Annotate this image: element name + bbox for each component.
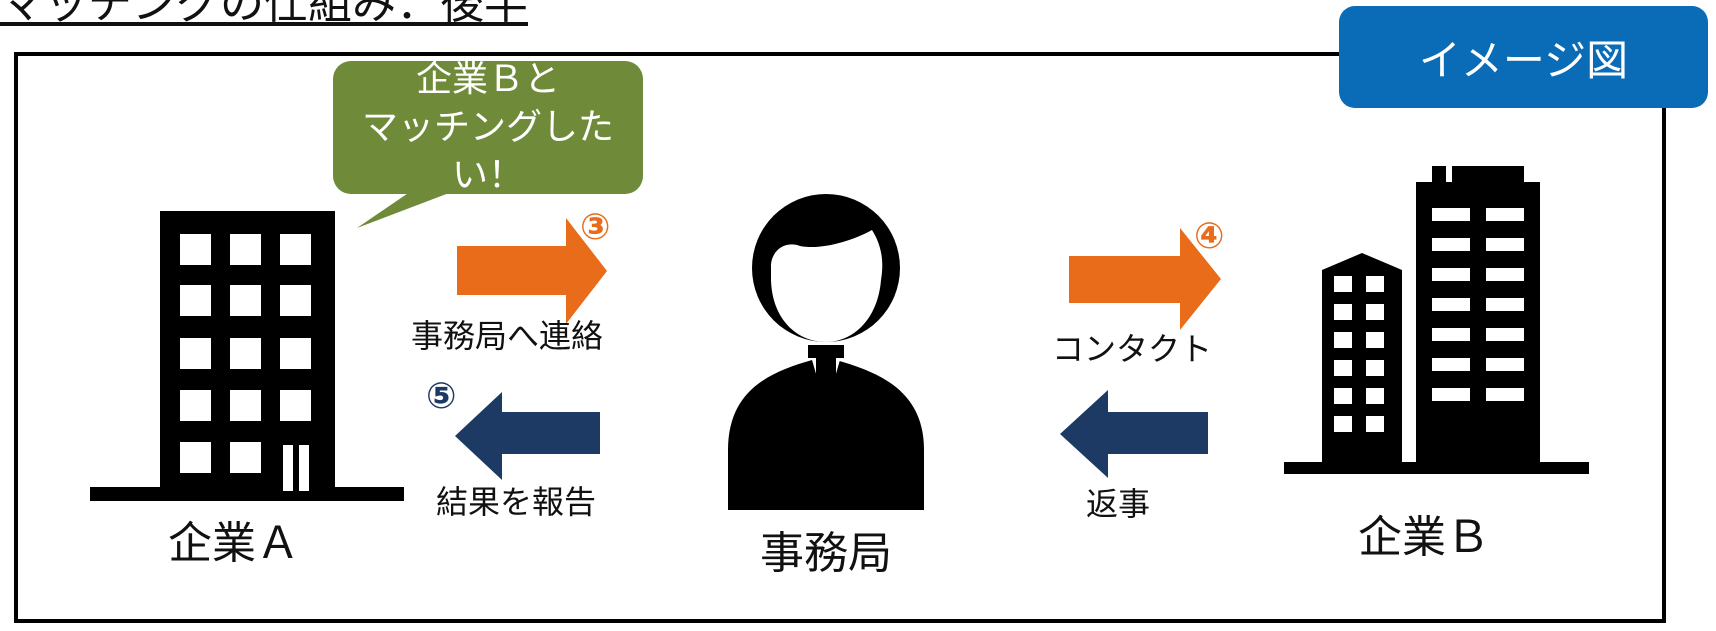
speech-bubble-line-2: マッチングしたい！ <box>361 106 614 196</box>
step-number-4: ④ <box>1194 216 1225 257</box>
arrow-left-navy-5 <box>455 392 600 480</box>
arrow-right-orange-4 <box>1069 228 1221 330</box>
company-a-building-icon <box>90 211 404 501</box>
arrow-right-orange-3 <box>457 218 607 324</box>
speech-bubble-tail <box>357 185 470 228</box>
step-label-report-result: 結果を報告 <box>436 483 597 521</box>
step-number-5: ⑤ <box>426 376 457 417</box>
speech-bubble-line-1: 企業Ｂと <box>415 58 560 100</box>
node-label-office: 事務局 <box>760 528 892 579</box>
step-label-contact: コンタクト <box>1052 330 1213 368</box>
step-label-contact-office: 事務局へ連絡 <box>411 317 604 355</box>
company-b-building-icon <box>1284 166 1589 474</box>
step-label-reply: 返事 <box>1086 485 1151 523</box>
office-person-icon <box>728 194 924 510</box>
arrow-left-navy-reply <box>1060 390 1208 478</box>
image-tag-label: イメージ図 <box>1418 35 1629 85</box>
node-label-company-b: 企業Ｂ <box>1358 512 1490 563</box>
node-label-company-a: 企業Ａ <box>168 518 300 569</box>
page-title: マッチングの仕組み：後半 <box>0 0 528 29</box>
image-tag: イメージ図 <box>1339 6 1708 108</box>
step-number-3: ③ <box>580 207 611 248</box>
diagram-frame <box>14 52 1666 623</box>
speech-bubble: 企業Ｂと マッチングしたい！ <box>333 59 643 196</box>
